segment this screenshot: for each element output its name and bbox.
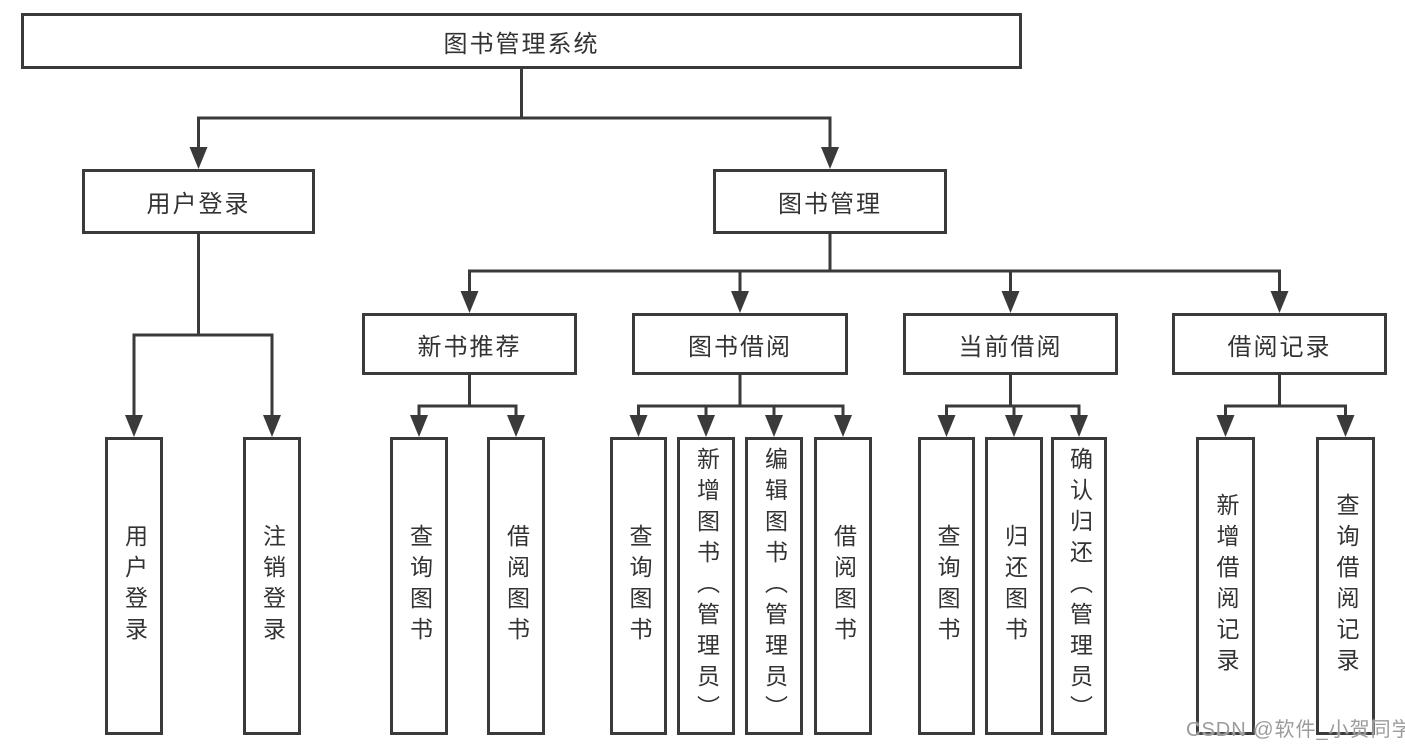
node-label: 图书管理 [778,191,882,218]
connector-book-borrow [629,375,852,437]
leaf-label: 注销登录 [259,524,286,648]
leaf-label: 用户登录 [121,524,148,648]
arrowhead-down-icon [1001,291,1020,313]
arrowhead-down-icon [507,415,525,437]
node-label: 借阅记录 [1227,333,1332,361]
arrowhead-down-icon [821,147,839,169]
node-new-book-recommend: 新书推荐 [362,313,577,375]
node-label: 新书推荐 [417,333,522,361]
leaf-label: 借阅图书 [830,524,857,648]
node-label: 当前借阅 [958,333,1063,361]
leaf-label: 新增借阅记录 [1213,493,1239,679]
connector-new-book [410,375,525,437]
node-root: 图书管理系统 [21,13,1022,69]
leaf-return-book: 归还图书 [985,437,1043,735]
leaf-logout: 注销登录 [243,437,301,735]
leaf-user-login: 用户登录 [105,437,163,735]
csdn-watermark: CSDN @软件_小贺同学 [1186,719,1405,741]
node-label: 图书管理系统 [443,30,600,58]
arrowhead-down-icon [263,415,281,437]
arrowhead-down-icon [189,147,208,169]
leaf-add-borrow-record: 新增借阅记录 [1196,437,1255,735]
node-label: 图书借阅 [688,333,792,361]
node-book-borrow: 图书借阅 [632,313,848,375]
leaf-label: 查询借阅记录 [1333,493,1359,679]
connector-current-borrow [937,375,1088,437]
connector-user-login [125,234,281,437]
arrowhead-down-icon [1216,415,1235,437]
leaf-add-book-admin: 新增图书（管理员） [677,437,735,735]
leaf-borrow-book-1: 借阅图书 [487,437,545,735]
leaf-borrow-book-2: 借阅图书 [814,437,872,735]
leaf-query-borrow-record: 查询借阅记录 [1316,437,1375,735]
connector-root [189,69,839,169]
leaf-label: 查询图书 [626,524,652,648]
connector-book-mgmt [460,234,1289,313]
leaf-label: 新增图书（管理员） [693,446,720,726]
leaf-label: 借阅图书 [503,524,530,648]
arrowhead-down-icon [937,415,956,437]
arrowhead-down-icon [460,291,479,313]
node-user-login: 用户登录 [82,169,315,234]
arrowhead-down-icon [765,415,783,437]
node-borrow-record: 借阅记录 [1172,313,1387,375]
arrowhead-down-icon [1270,291,1289,313]
arrowhead-down-icon [629,415,648,437]
leaf-label: 编辑图书（管理员） [761,446,788,726]
leaf-query-book-1: 查询图书 [390,437,448,735]
leaf-label: 查询图书 [934,524,960,648]
leaf-confirm-return-admin: 确认归还（管理员） [1051,437,1107,735]
leaf-label: 确认归还（管理员） [1066,446,1093,726]
leaf-query-book-3: 查询图书 [918,437,975,735]
arrowhead-down-icon [731,291,749,313]
arrowhead-down-icon [1005,415,1023,437]
node-current-borrow: 当前借阅 [903,313,1118,375]
arrowhead-down-icon [410,415,428,437]
arrowhead-down-icon [1070,415,1088,437]
arrowhead-down-icon [697,415,715,437]
node-label: 用户登录 [146,191,251,218]
connector-borrow-record [1216,375,1355,437]
leaf-label: 查询图书 [406,524,433,648]
leaf-label: 归还图书 [1001,524,1028,648]
arrowhead-down-icon [834,415,852,437]
node-book-management: 图书管理 [713,169,947,234]
leaf-query-book-2: 查询图书 [610,437,667,735]
leaf-edit-book-admin: 编辑图书（管理员） [745,437,803,735]
arrowhead-down-icon [1336,415,1355,437]
arrowhead-down-icon [125,415,143,437]
